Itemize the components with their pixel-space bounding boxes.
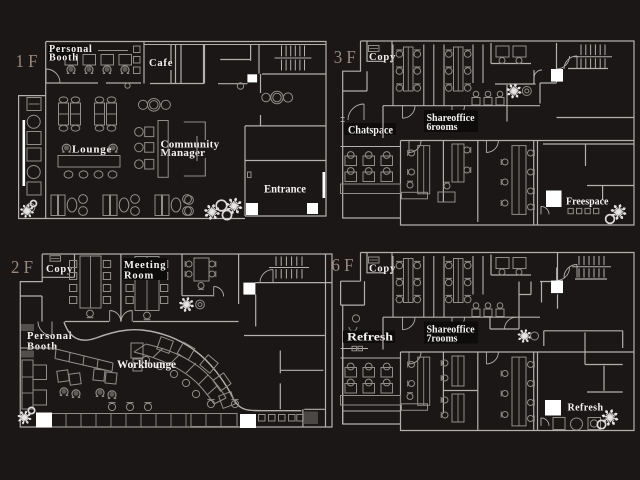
svg-text:Entrance: Entrance [264, 182, 307, 196]
svg-text:Lounge: Lounge [72, 144, 112, 156]
svg-text:Chatspace: Chatspace [348, 125, 393, 137]
svg-text:Copy: Copy [369, 264, 396, 275]
svg-text:Refresh: Refresh [347, 332, 394, 344]
svg-text:1 F: 1 F [16, 51, 38, 71]
svg-text:Meeting: Meeting [124, 260, 166, 271]
svg-text:Copy: Copy [46, 264, 73, 275]
svg-text:Worklounge: Worklounge [117, 359, 176, 371]
svg-text:Shareoffice: Shareoffice [427, 324, 475, 336]
svg-text:Manager: Manager [161, 147, 206, 159]
svg-text:Shareoffice: Shareoffice [427, 112, 475, 124]
svg-text:7rooms: 7rooms [427, 334, 458, 345]
svg-text:Personal: Personal [49, 44, 93, 55]
svg-text:Copy: Copy [369, 52, 396, 63]
svg-text:Booth: Booth [49, 53, 79, 64]
svg-text:Freespace: Freespace [566, 196, 609, 208]
svg-text:Room: Room [124, 271, 154, 282]
svg-text:Personal: Personal [27, 331, 72, 342]
svg-text:Community: Community [161, 139, 220, 151]
svg-text:3 F: 3 F [334, 47, 356, 67]
svg-text:Refresh: Refresh [568, 403, 604, 414]
svg-text:Cafe: Cafe [149, 58, 173, 69]
svg-text:2 F: 2 F [11, 257, 33, 277]
svg-text:6rooms: 6rooms [427, 122, 458, 133]
svg-text:Booth: Booth [27, 342, 58, 353]
svg-text:6 F: 6 F [332, 255, 354, 275]
